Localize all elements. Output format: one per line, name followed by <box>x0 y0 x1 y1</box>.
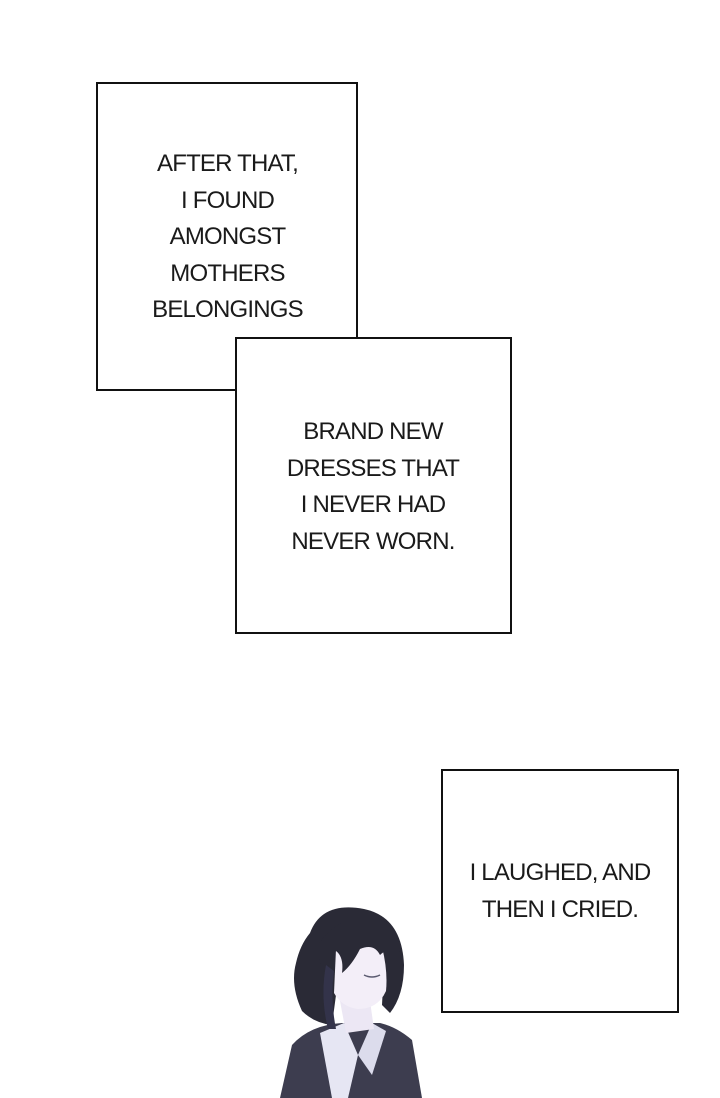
caption-3-line-2: THEN I CRIED. <box>481 895 639 923</box>
character-hair-strand <box>323 965 336 1029</box>
caption-text-1: AFTER THAT, I FOUND AMONGST MOTHERS BELO… <box>140 146 315 329</box>
caption-1-line-4: MOTHERS <box>170 259 285 287</box>
caption-box-overlap-mask <box>237 339 356 389</box>
caption-2-line-3: I NEVER HAD <box>300 491 446 518</box>
character-fringe <box>318 916 402 977</box>
caption-box-3 <box>441 769 679 1013</box>
caption-text-3: I LAUGHED, AND THEN I CRIED. <box>455 855 665 928</box>
caption-2-line-4: NEVER WORN. <box>291 527 455 555</box>
caption-2-line-1: BRAND NEW <box>303 418 443 445</box>
caption-text-2: BRAND NEW DRESSES THAT I NEVER HAD NEVER… <box>283 414 463 560</box>
character-collar <box>320 1023 358 1098</box>
caption-1-line-3: AMONGST <box>169 223 287 250</box>
character-eye <box>363 974 381 978</box>
caption-1-line-1: AFTER THAT, <box>157 150 299 177</box>
character-neck <box>340 1001 374 1033</box>
character-collar-right <box>358 1023 386 1075</box>
caption-2-line-2: DRESSES THAT <box>286 454 460 482</box>
caption-1-line-5: BELONGINGS <box>152 296 304 323</box>
caption-3-line-1: I LAUGHED, AND <box>469 859 652 886</box>
character-figure <box>280 907 422 1098</box>
caption-1-line-2: I FOUND <box>180 186 275 214</box>
